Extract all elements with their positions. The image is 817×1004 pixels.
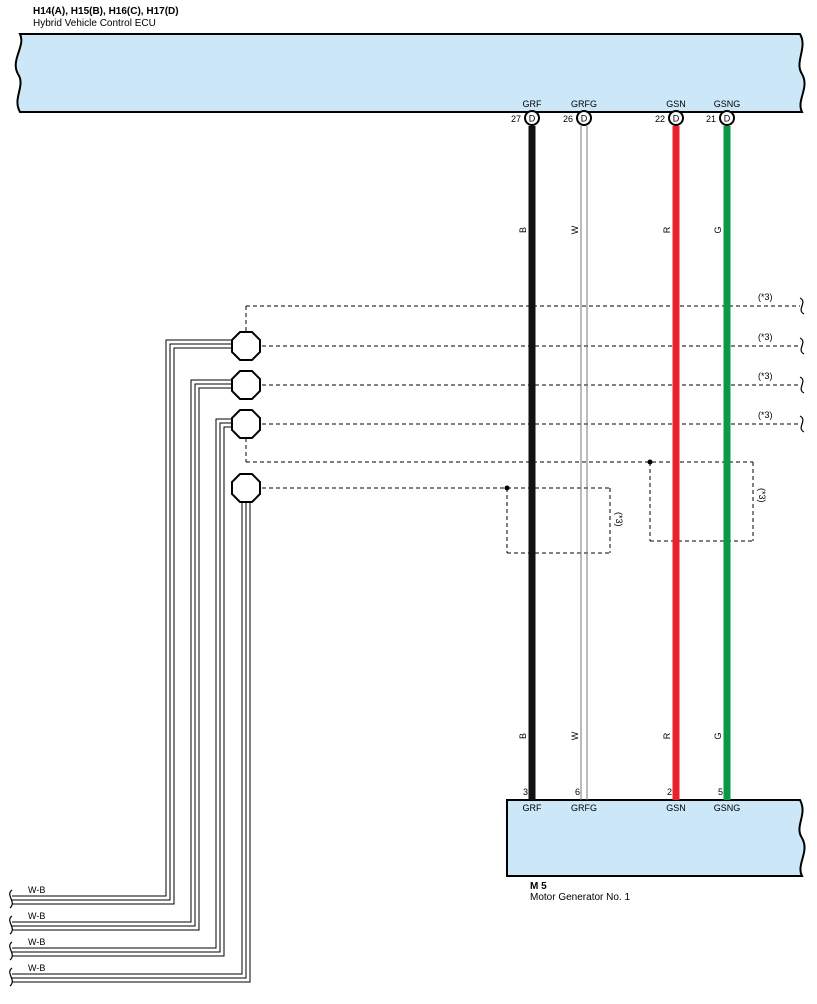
- ecu-connector-codes: H14(A), H15(B), H16(C), H17(D): [33, 6, 179, 17]
- wire-color-code: B: [518, 227, 528, 233]
- motor-pin-number: 5: [718, 787, 723, 797]
- ecu-terminal-connector: D: [724, 114, 731, 124]
- ecu-pin-number: 21: [706, 114, 716, 124]
- ground-wire-label: W-B: [28, 911, 45, 921]
- ecu-pin-number: 26: [563, 114, 573, 124]
- ecu-pin-number: 27: [511, 114, 521, 124]
- ecu-pin-name: GSNG: [714, 99, 741, 109]
- shield-junction-dot: [504, 485, 510, 491]
- ground-bundles: [12, 339, 251, 983]
- ecu-terminal-connector: D: [673, 114, 680, 124]
- signal-wires: DGRF273GRFBBDGRFG266GRFGWWDGSN222GSNRRDG…: [511, 99, 740, 813]
- break-marks: [799, 297, 805, 433]
- shield-connector: [231, 473, 261, 503]
- shield-note: (*3): [758, 292, 773, 302]
- motor-pin-name: GRFG: [571, 803, 597, 813]
- ground-wire-label: W-B: [28, 937, 45, 947]
- shield-note: (*3): [757, 488, 767, 503]
- wire-color-code: R: [662, 226, 672, 233]
- motor-pin-number: 2: [667, 787, 672, 797]
- wire-color-code: W: [570, 225, 580, 234]
- ecu-name: Hybrid Vehicle Control ECU: [33, 18, 156, 29]
- motor-code: M 5: [530, 881, 547, 892]
- wire-color-code: W: [570, 731, 580, 740]
- wire-color-code: G: [713, 226, 723, 233]
- ground-wire-label: W-B: [28, 885, 45, 895]
- shield-connector: [231, 370, 261, 400]
- ecu-pin-name: GSN: [666, 99, 686, 109]
- ecu-terminal: [719, 110, 735, 126]
- shield-connector: [231, 331, 261, 361]
- motor-pin-number: 3: [523, 787, 528, 797]
- motor-box: [506, 799, 806, 877]
- shield-note: (*3): [758, 410, 773, 420]
- ecu-terminal: [668, 110, 684, 126]
- ecu-terminal-connector: D: [581, 114, 588, 124]
- ecu-pin-number: 22: [655, 114, 665, 124]
- wire-color-code: G: [713, 732, 723, 739]
- ecu-pin-name: GRF: [523, 99, 543, 109]
- motor-pin-name: GRF: [523, 803, 543, 813]
- motor-pin-number: 6: [575, 787, 580, 797]
- shield-connector: [231, 409, 261, 439]
- wire-color-code: R: [662, 732, 672, 739]
- ecu-terminal: [524, 110, 540, 126]
- ecu-terminal-connector: D: [529, 114, 536, 124]
- shield-junction-dot: [647, 459, 653, 465]
- ecu-pin-name: GRFG: [571, 99, 597, 109]
- wire-color-code: B: [518, 733, 528, 739]
- shield-lines: [245, 305, 800, 554]
- ecu-box: [14, 33, 806, 113]
- shield-note: (*3): [758, 371, 773, 381]
- shield-notes: (*3) (*3) (*3) (*3) (*3) (*3): [614, 292, 773, 527]
- shield-note: (*3): [614, 512, 624, 527]
- motor-name: Motor Generator No. 1: [530, 892, 630, 903]
- motor-pin-name: GSNG: [714, 803, 741, 813]
- ground-wire-label: W-B: [28, 963, 45, 973]
- shield-connectors: [231, 331, 261, 503]
- shield-note: (*3): [758, 332, 773, 342]
- ground-break-marks: [9, 889, 13, 987]
- ecu-terminal: [576, 110, 592, 126]
- motor-pin-name: GSN: [666, 803, 686, 813]
